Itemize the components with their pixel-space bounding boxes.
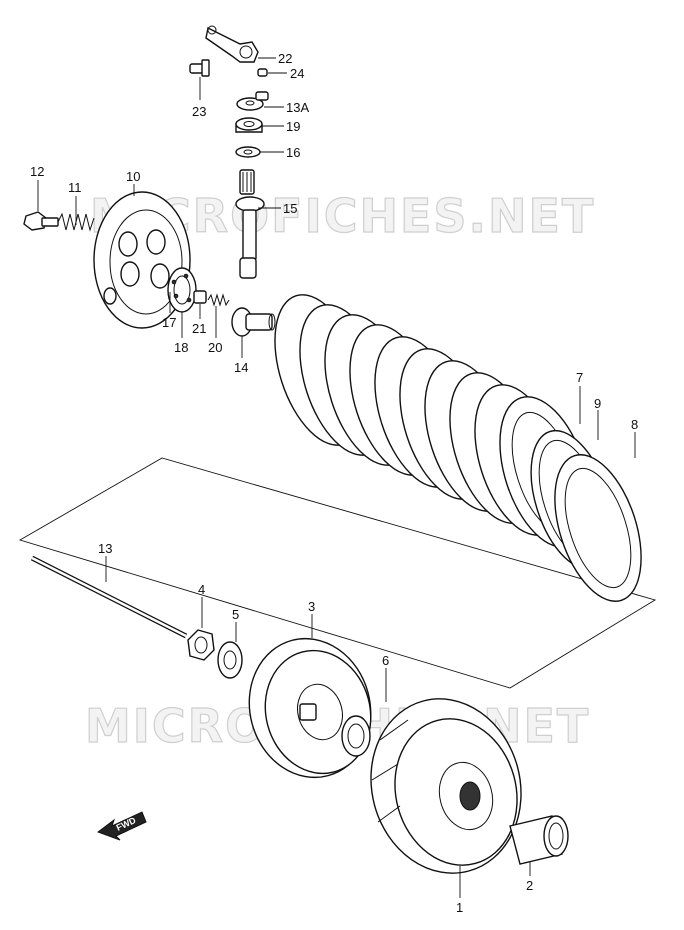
thrust-washer-6 [341, 715, 371, 757]
callout-20: 20 [208, 340, 222, 355]
callouts: 22 24 23 13A 19 16 15 12 11 10 17 21 18 … [30, 51, 638, 915]
callout-22: 22 [278, 51, 292, 66]
callout-12: 12 [30, 164, 44, 179]
callout-5: 5 [232, 607, 239, 622]
release-arm [205, 25, 259, 63]
callout-4: 4 [198, 582, 205, 597]
washer-5 [217, 641, 243, 679]
clutch-housing-1 [370, 698, 522, 874]
callout-2: 2 [526, 878, 533, 893]
reference-outline [18, 457, 657, 689]
sleeve-hub-3 [248, 637, 372, 779]
callout-21: 21 [192, 321, 206, 336]
callout-8: 8 [631, 417, 638, 432]
callout-18: 18 [174, 340, 188, 355]
callout-6: 6 [382, 653, 389, 668]
callout-9: 9 [594, 396, 601, 411]
callout-10: 10 [126, 169, 140, 184]
callout-7: 7 [576, 370, 583, 385]
callout-23: 23 [192, 104, 206, 119]
washer-13a [236, 91, 269, 111]
callout-11: 11 [68, 180, 82, 195]
callout-1: 1 [456, 900, 463, 915]
pressure-plate-10 [93, 191, 191, 329]
nut-19 [235, 117, 263, 133]
bolt-12 [23, 211, 59, 231]
washer-16 [235, 146, 261, 158]
callout-14: 14 [234, 360, 248, 375]
screw-24 [257, 68, 268, 77]
release-shaft-15 [235, 169, 265, 279]
push-rod-13 [30, 555, 188, 639]
nut-21 [193, 290, 207, 304]
callout-16: 16 [286, 145, 300, 160]
callout-24: 24 [290, 66, 304, 81]
nut-4 [187, 629, 215, 661]
fwd-arrow-icon: FWD [96, 811, 147, 841]
spacer-2 [509, 815, 569, 865]
bearing-17 [167, 267, 197, 313]
spring-20 [207, 293, 230, 307]
callout-17: 17 [162, 315, 176, 330]
clutch-plate-8 [554, 454, 642, 602]
callout-3: 3 [308, 599, 315, 614]
push-piece-14 [231, 307, 276, 337]
leader-lines [37, 57, 636, 898]
callout-13: 13 [98, 541, 112, 556]
callout-13a: 13A [286, 100, 309, 115]
bolt-23 [189, 59, 210, 77]
callout-19: 19 [286, 119, 300, 134]
callout-15: 15 [283, 201, 297, 216]
